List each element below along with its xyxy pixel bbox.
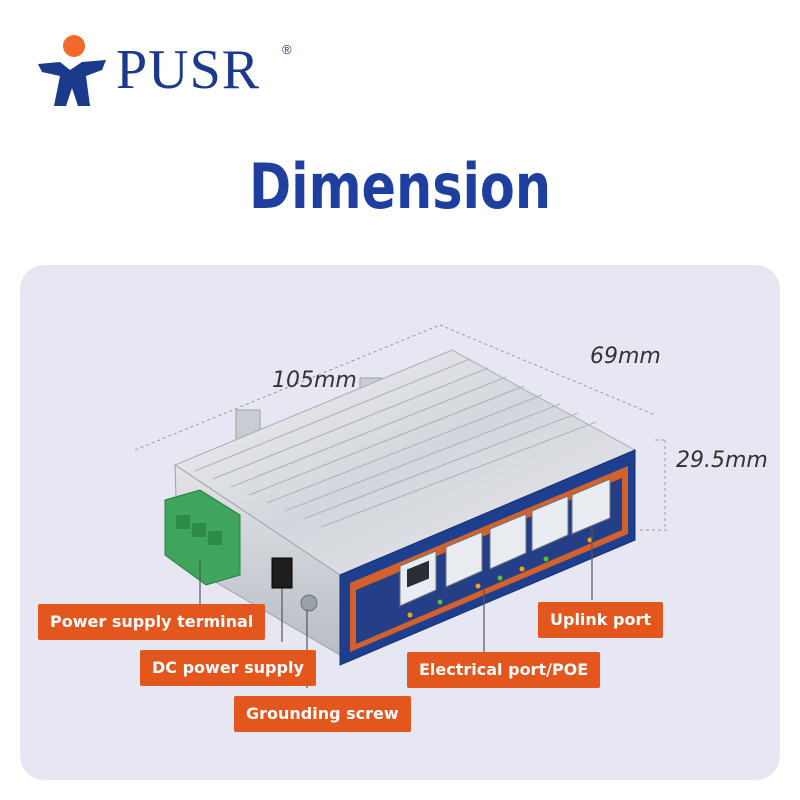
- rj45-port-uplink: [571, 478, 611, 535]
- grounding-screw-head: [300, 594, 318, 612]
- label-grounding-screw: Grounding screw: [234, 696, 411, 732]
- dimension-guides: [134, 324, 668, 531]
- rj45-port: [445, 531, 483, 588]
- dimension-width: 69mm: [590, 344, 661, 369]
- brand-logo: PUSR ®: [30, 30, 310, 110]
- dimension-length: 105mm: [272, 368, 357, 393]
- brand-name: PUSR: [116, 39, 261, 101]
- power-terminal-block: [164, 489, 241, 586]
- label-uplink-port: Uplink port: [538, 602, 663, 638]
- port-openings: [407, 560, 429, 588]
- label-electrical-port-poe: Electrical port/POE: [407, 652, 601, 688]
- label-dc-power-supply: DC power supply: [140, 650, 316, 686]
- status-leds: [407, 537, 593, 618]
- rj45-port: [489, 513, 527, 570]
- rj45-port: [531, 495, 569, 552]
- page-title: Dimension: [248, 150, 552, 223]
- dimension-height: 29.5mm: [676, 448, 768, 473]
- label-power-supply-terminal: Power supply terminal: [38, 604, 266, 640]
- heat-fins: [194, 358, 597, 528]
- registered-mark: ®: [282, 42, 292, 57]
- pusr-figure-icon: [38, 35, 106, 106]
- dc-jack: [271, 557, 293, 589]
